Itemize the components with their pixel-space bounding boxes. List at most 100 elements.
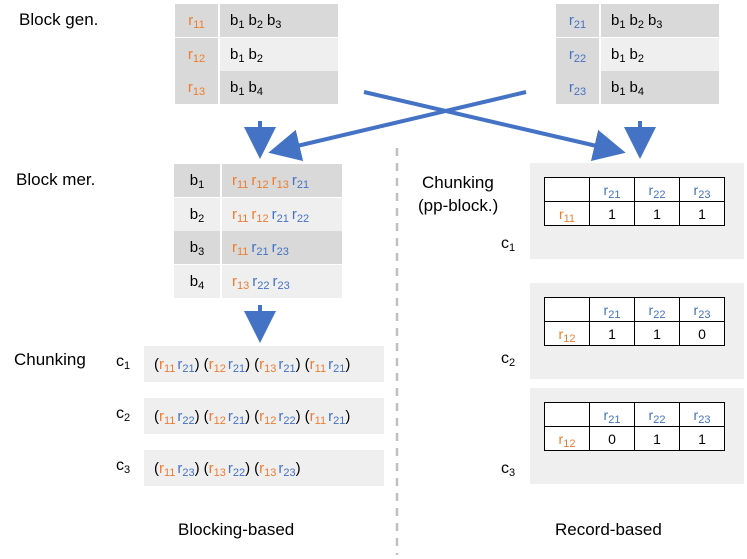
record-id: r23 [278,459,296,479]
record-id: r13 [208,459,226,479]
record-id: r22 [648,181,666,201]
record-id: r12 [558,430,576,450]
block-key: b1 [611,45,626,65]
block-key: b1 [611,79,626,98]
record-id: r23 [568,79,587,98]
record-id: r11 [232,239,249,258]
record-id: r22 [278,407,296,427]
record-id: r13 [187,79,206,98]
block-key: b2 [629,45,644,65]
chunk-label: c3 [116,457,131,476]
record-id: r22 [648,406,666,426]
record-id: r11 [232,205,249,225]
record-id: r23 [272,272,290,292]
block-key: b2 [629,12,644,31]
record-id: r23 [693,406,711,426]
arrow-cross-to-left [268,90,527,161]
block-key: b1 [230,79,245,98]
chunk-label: c3 [501,460,516,479]
record-id: r11 [309,407,327,427]
record-id: r13 [259,355,277,375]
matrix-cell: 1 [634,321,680,346]
block-key: b2 [248,12,263,31]
block-key: b2 [189,205,205,225]
block-key: b4 [189,272,205,292]
chunk-label: c2 [116,405,131,424]
chunk-label: c1 [116,353,131,372]
block-key: b3 [266,12,282,31]
matrix-cell: 0 [679,321,725,346]
record-id: r22 [648,301,666,321]
record-id: r12 [558,325,576,345]
record-id: r11 [232,172,249,191]
record-id: r21 [291,172,310,191]
arrow-cross-to-right [363,90,626,162]
record-id: r12 [251,205,269,225]
record-id: r21 [278,355,296,375]
block-mer-label: Block mer. [16,170,96,189]
block-key: b1 [611,12,626,31]
block-key: b4 [248,79,263,98]
record-id: r12 [259,407,277,427]
record-id: r11 [188,12,205,31]
matrix-cell: 1 [589,201,635,226]
chunk-label: c2 [501,350,516,369]
record-id: r21 [603,181,621,201]
matrix-cell: 1 [679,201,725,226]
record-id: r21 [328,355,346,375]
record-id: r11 [159,407,176,427]
block-key: b1 [230,45,245,65]
record-id: r11 [159,355,176,375]
block-key: b3 [189,239,205,258]
chunk-label: c1 [501,235,516,254]
record-id: r13 [259,459,277,479]
record-id: r21 [603,406,621,426]
matrix-cell: 1 [679,426,725,451]
block-key: b4 [629,79,644,98]
record-id: r23 [693,181,711,201]
record-id: r21 [251,239,269,258]
record-id: r23 [271,239,289,258]
record-id: r21 [227,355,246,375]
block-key: b2 [248,45,263,65]
record-id: r21 [568,12,587,31]
record-id: r12 [208,407,226,427]
record-id: r21 [227,407,246,427]
matrix-cell: 0 [589,426,635,451]
record-id: r21 [177,355,195,375]
chunking-pp-label-line2: (pp-block.) [418,196,499,215]
record-based-caption: Record-based [555,520,662,539]
record-id: r12 [187,45,206,65]
record-id: r21 [328,407,346,427]
record-id: r21 [603,301,621,321]
record-id: r23 [693,301,711,321]
record-id: r11 [159,459,176,479]
record-id: r12 [208,355,226,375]
record-id: r23 [177,459,195,479]
block-gen-label: Block gen. [19,10,99,29]
record-id: r22 [568,45,587,65]
record-id: r11 [558,205,576,225]
chunking-label: Chunking [14,350,86,369]
record-id: r22 [227,459,246,479]
record-id: r11 [309,355,327,375]
record-id: r21 [271,205,289,225]
block-key: b3 [647,12,663,31]
record-id: r12 [251,172,269,191]
record-id: r13 [232,272,250,292]
